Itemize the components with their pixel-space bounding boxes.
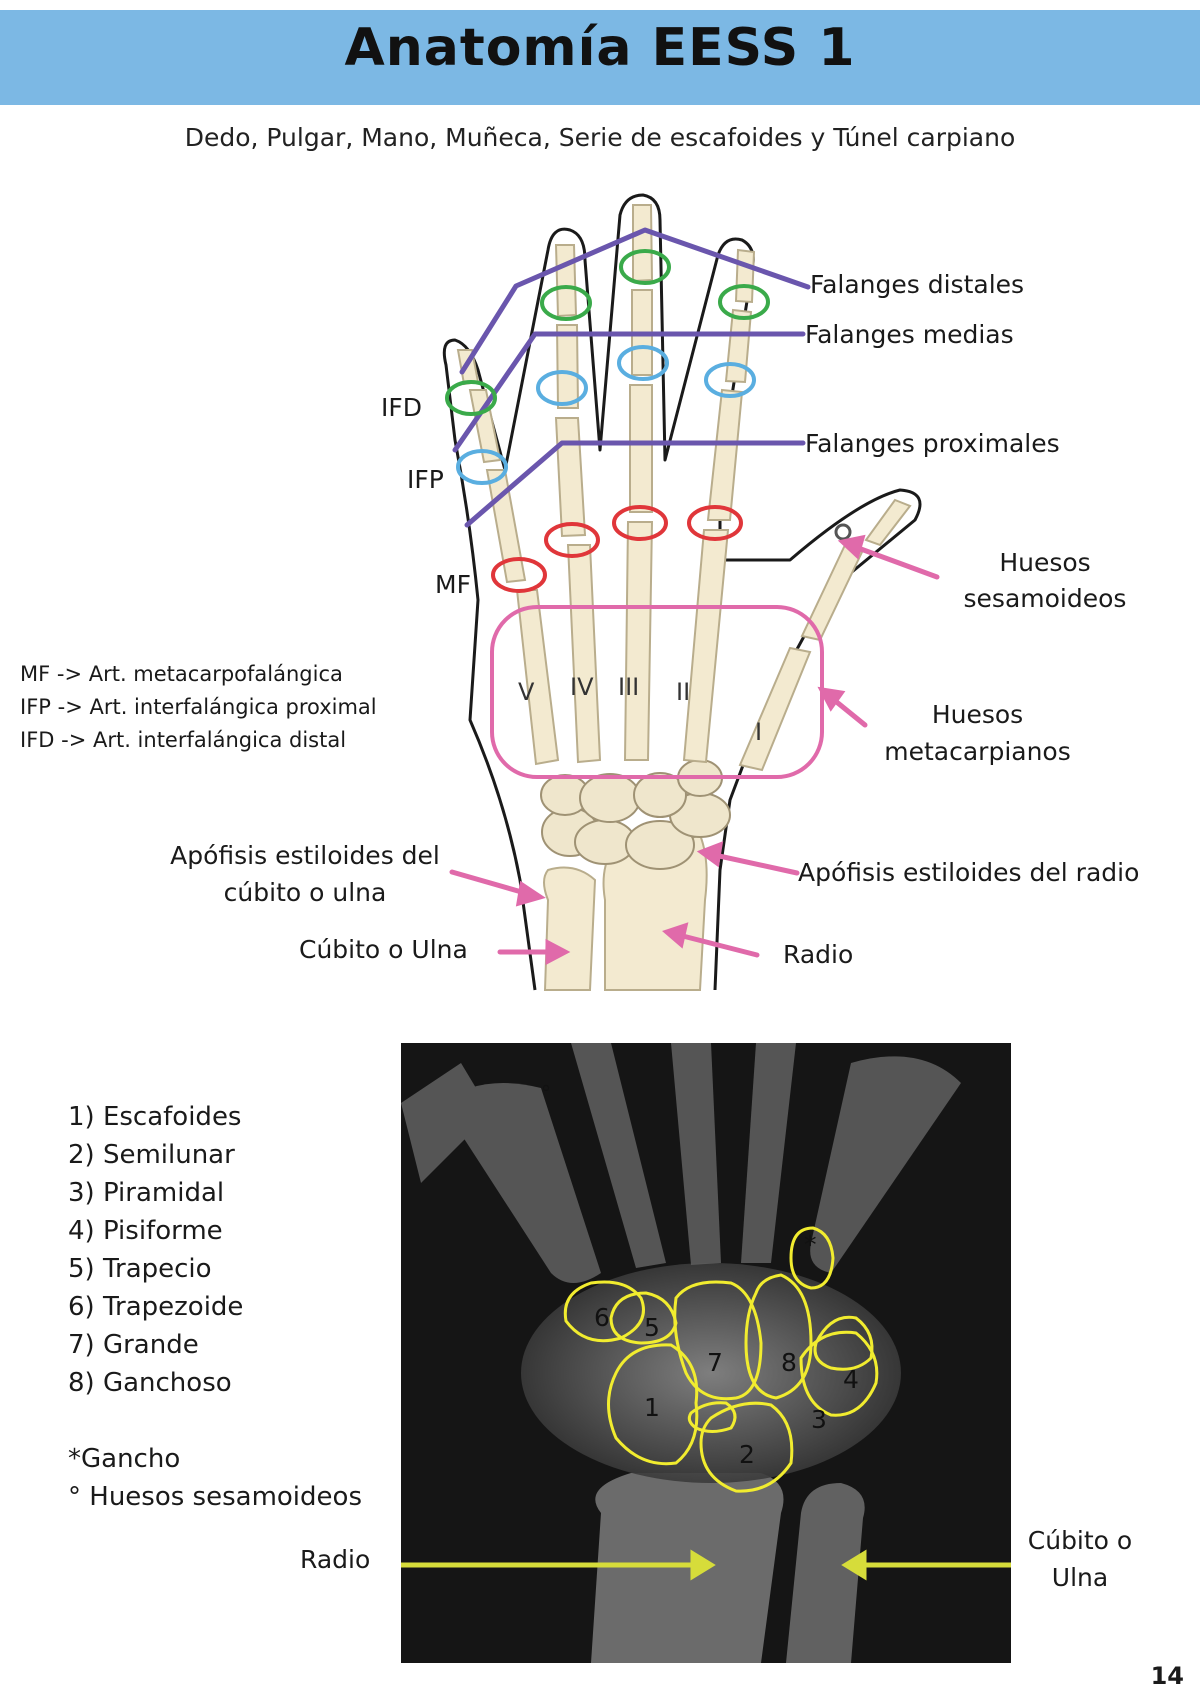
xray-number-5: 5 bbox=[644, 1313, 660, 1342]
metacarpal-numeral-i: I bbox=[755, 718, 762, 746]
wrist-xray-image: 1 2 3 4 5 6 7 8 * ° bbox=[401, 1043, 1011, 1663]
xray-number-2: 2 bbox=[739, 1440, 755, 1469]
label-mf: MF bbox=[435, 570, 471, 599]
xray-label-cubito: Cúbito o Ulna bbox=[1015, 1522, 1145, 1596]
xray-label-radio: Radio bbox=[300, 1545, 370, 1574]
label-falanges-distales: Falanges distales bbox=[810, 270, 1024, 299]
carpal-legend-item: 7) Grande bbox=[68, 1326, 362, 1364]
label-ifd: IFD bbox=[381, 393, 422, 422]
label-ifp: IFP bbox=[407, 465, 444, 494]
metacarpal-numeral-iv: IV bbox=[570, 673, 594, 701]
label-falanges-proximales: Falanges proximales bbox=[805, 429, 1060, 458]
carpal-legend-item: 8) Ganchoso bbox=[68, 1364, 362, 1402]
carpal-legend-item: 4) Pisiforme bbox=[68, 1212, 362, 1250]
metacarpal-numeral-iii: III bbox=[618, 673, 639, 701]
label-huesos-metacarpianos: Huesos metacarpianos bbox=[870, 696, 1085, 770]
xray-number-8: 8 bbox=[781, 1348, 797, 1377]
xray-number-3: 3 bbox=[811, 1405, 827, 1434]
carpal-legend-item: 2) Semilunar bbox=[68, 1136, 362, 1174]
abbreviation-legend: MF -> Art. metacarpofalángica IFP -> Art… bbox=[20, 658, 377, 757]
carpal-legend-item: 6) Trapezoide bbox=[68, 1288, 362, 1326]
label-cubito-ulna: Cúbito o Ulna bbox=[299, 935, 468, 964]
xray-number-4: 4 bbox=[843, 1365, 859, 1394]
carpal-legend-item: 5) Trapecio bbox=[68, 1250, 362, 1288]
metacarpal-numeral-v: V bbox=[518, 678, 535, 706]
xray-number-7: 7 bbox=[707, 1348, 723, 1377]
xray-hook-marker: * bbox=[804, 1230, 817, 1259]
abbreviation-ifd: IFD -> Art. interfalángica distal bbox=[20, 724, 377, 757]
xray-number-1: 1 bbox=[644, 1393, 660, 1422]
label-apofisis-cubito: Apófisis estiloides del cúbito o ulna bbox=[150, 837, 460, 911]
xray-radius bbox=[591, 1473, 784, 1663]
xray-number-6: 6 bbox=[594, 1303, 610, 1332]
carpal-legend: 1) Escafoides 2) Semilunar 3) Piramidal … bbox=[68, 1098, 362, 1516]
page-number: 14 bbox=[1151, 1662, 1184, 1690]
xray-drawing bbox=[401, 1043, 1011, 1663]
xray-sesamoid-marker: ° bbox=[541, 1081, 551, 1105]
carpal-legend-item: 3) Piramidal bbox=[68, 1174, 362, 1212]
label-huesos-sesamoideos: Huesos sesamoideos bbox=[940, 545, 1150, 617]
abbreviation-ifp: IFP -> Art. interfalángica proximal bbox=[20, 691, 377, 724]
label-falanges-medias: Falanges medias bbox=[805, 320, 1014, 349]
carpal-legend-item: 1) Escafoides bbox=[68, 1098, 362, 1136]
carpal-legend-spacer bbox=[68, 1402, 362, 1440]
abbreviation-mf: MF -> Art. metacarpofalángica bbox=[20, 658, 377, 691]
metacarpal-numeral-ii: II bbox=[676, 678, 690, 706]
carpal-legend-item: ° Huesos sesamoideos bbox=[68, 1478, 362, 1516]
carpal-legend-item: *Gancho bbox=[68, 1440, 362, 1478]
label-radio: Radio bbox=[783, 940, 853, 969]
label-apofisis-radio: Apófisis estiloides del radio bbox=[798, 858, 1139, 887]
ulna-bone bbox=[544, 868, 595, 990]
